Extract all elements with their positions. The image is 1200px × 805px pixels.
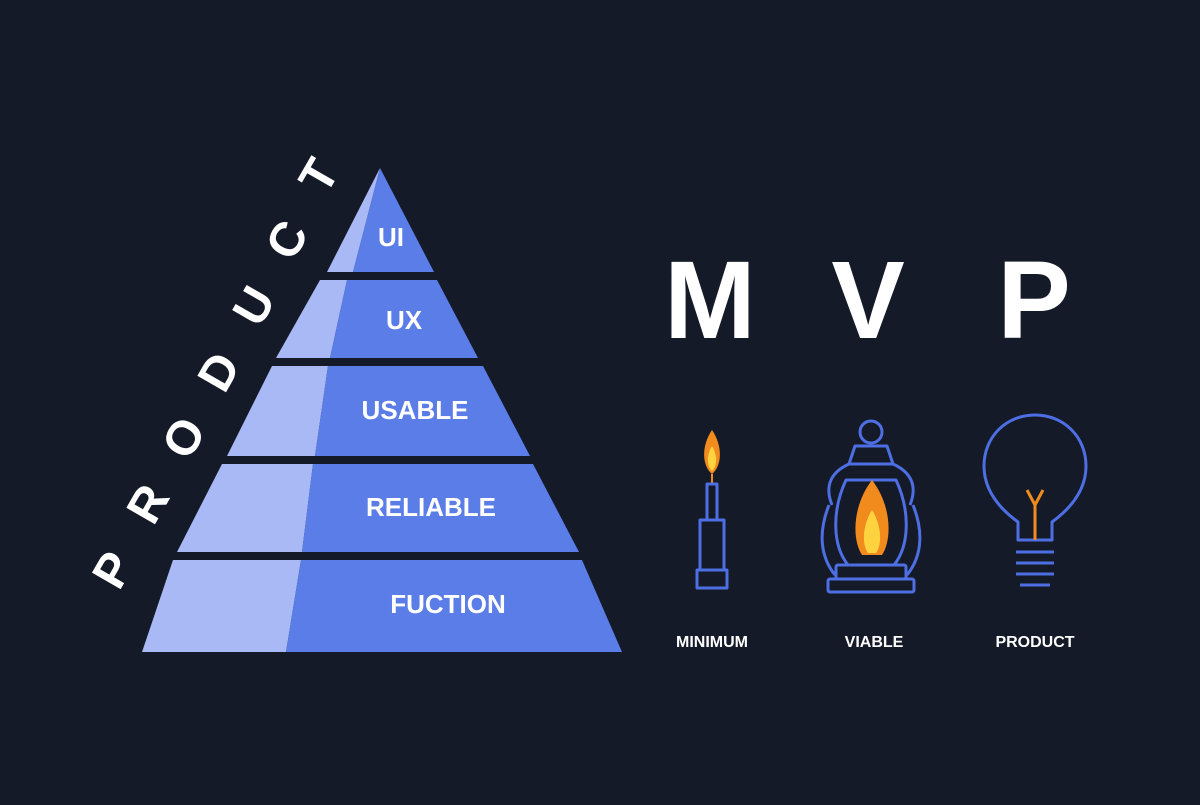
side-letter: U: [223, 278, 286, 335]
pyramid-layer-reliable: RELIABLE: [177, 464, 579, 552]
lantern-flame-core: [863, 510, 881, 553]
candle-flame-core: [707, 446, 717, 471]
layer-shade: [177, 464, 313, 552]
side-letter: T: [289, 150, 350, 202]
pyramid-layer-usable: USABLE: [227, 366, 530, 456]
bulb-glass: [982, 413, 1088, 542]
caption-product: PRODUCT: [995, 634, 1074, 651]
layer-shade: [327, 168, 380, 272]
lantern-frame-top: [892, 462, 915, 506]
lantern-base: [834, 563, 908, 581]
lantern-frame: [820, 504, 837, 576]
layer-label-ui: UI: [378, 222, 404, 252]
caption-minimum: MINIMUM: [676, 634, 748, 651]
mvp-letter-m: M: [664, 239, 756, 362]
lantern-frame: [905, 504, 922, 576]
candle-icon: [695, 430, 729, 590]
layer-label-reliable: RELIABLE: [366, 492, 496, 522]
side-letter: C: [256, 212, 319, 269]
lantern-icon: [820, 419, 922, 594]
mvp-captions: MINIMUM VIABLE PRODUCT: [676, 634, 1075, 651]
layer-shade: [227, 366, 328, 456]
layer-shade: [276, 280, 347, 358]
layer-fill: [286, 560, 622, 652]
candle-base: [695, 568, 729, 590]
pyramid-layer-fuction: FUCTION: [142, 560, 622, 652]
mvp-letter-v: V: [831, 239, 904, 362]
mvp-letter-p: P: [997, 239, 1070, 362]
side-letter: P: [83, 543, 145, 597]
candle-holder: [698, 518, 726, 572]
caption-viable: VIABLE: [845, 634, 904, 651]
candle-stick: [705, 482, 719, 522]
layer-fill: [315, 366, 530, 456]
layer-label-fuction: FUCTION: [390, 589, 506, 619]
bulb-filament: [1025, 489, 1045, 540]
side-letter: D: [188, 344, 251, 401]
layer-label-usable: USABLE: [362, 395, 469, 425]
layer-label-ux: UX: [386, 305, 423, 335]
layer-fill: [353, 168, 434, 272]
lightbulb-icon: [982, 413, 1088, 587]
mvp-letters: M V P: [664, 239, 1071, 362]
pyramid: UI UX USABLE RELIABLE: [142, 168, 622, 652]
lantern-frame-top: [827, 462, 850, 506]
layer-fill: [330, 280, 478, 358]
side-letter: R: [117, 476, 180, 533]
lantern-ring: [858, 419, 884, 445]
lantern-cap: [847, 444, 895, 466]
layer-shade: [142, 560, 301, 652]
side-letter: O: [152, 409, 217, 468]
layer-fill: [302, 464, 579, 552]
pyramid-layer-ux: UX: [276, 280, 478, 358]
lantern-foot: [826, 577, 916, 594]
pyramid-layer-ui: UI: [327, 168, 434, 272]
